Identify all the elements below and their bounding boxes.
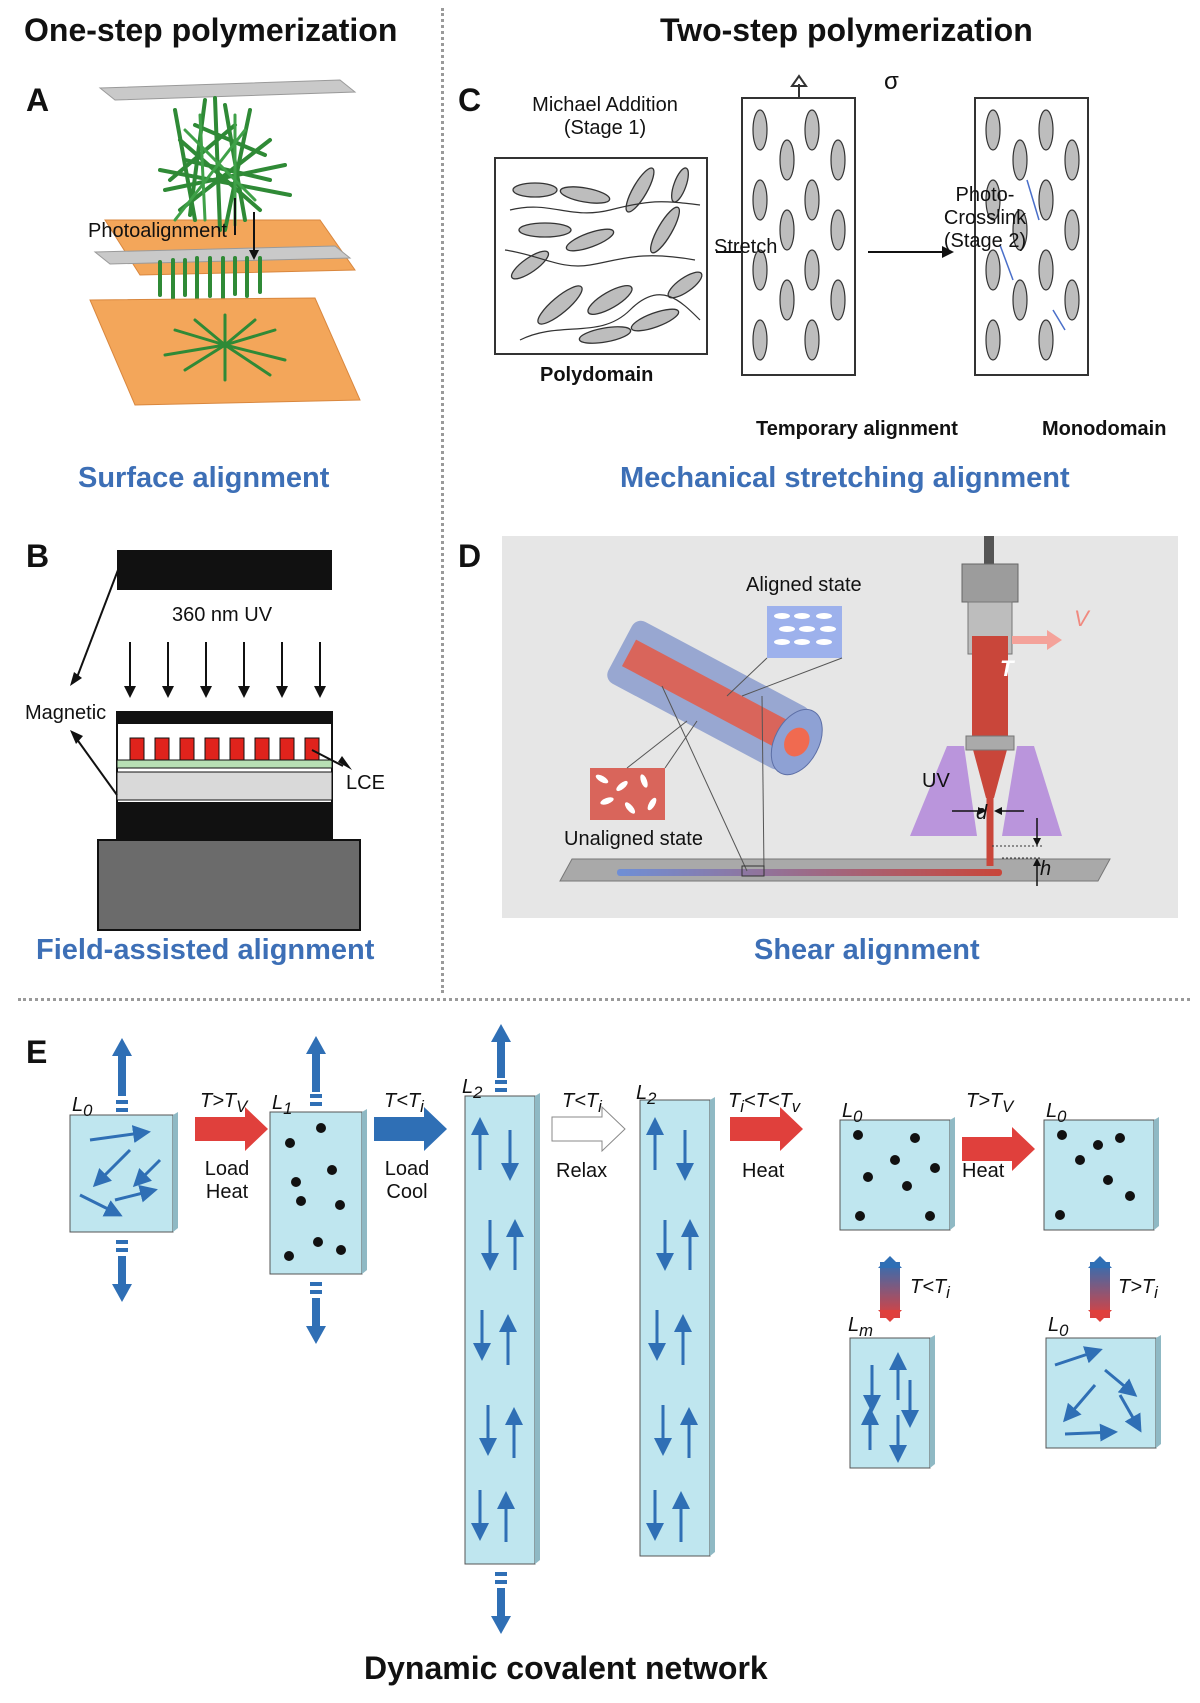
dynamic-covalent-network-caption: Dynamic covalent network [364,1650,768,1686]
arrow5-condition: T>TV [966,1090,1014,1116]
photo-crosslink-line3: (Stage 2) [943,230,1027,252]
arrow1-condition: T>TV [200,1090,248,1116]
arrow2-action-line2: Cool [386,1181,428,1203]
state-lm-label: Lm [848,1314,873,1340]
photo-crosslink-label: Photo- Crosslink (Stage 2) [930,184,1040,253]
michael-addition-line2: (Stage 1) [563,117,647,139]
mechanical-stretching-caption: Mechanical stretching alignment [620,462,1070,494]
header-one-step: One-step polymerization [24,12,398,48]
panel-a-illustration [89,79,361,406]
arrow1-action-line2: Heat [205,1181,249,1203]
monodomain-label: Monodomain [1042,418,1167,440]
michael-addition-label: Michael Addition (Stage 1) [520,94,690,140]
michael-addition-line1: Michael Addition [532,94,678,116]
temporary-alignment-label: Temporary alignment [756,418,958,440]
arrow4-action: Heat [742,1160,785,1182]
arrow3-condition: T<Ti [562,1090,602,1116]
field-assisted-caption: Field-assisted alignment [36,934,375,966]
aligned-state-label: Aligned state [746,574,862,596]
horizontal-divider [18,998,1190,1001]
state-l0-heated-label: L0 [842,1100,863,1126]
panel-c-letter: C [458,82,482,118]
panel-e-letter: E [26,1034,48,1070]
state-l0-label: L0 [72,1094,93,1120]
polydomain-label: Polydomain [540,364,654,386]
diameter-label: d [976,802,988,824]
panel-b-letter: B [26,538,50,574]
panel-d-illustration [502,536,1178,918]
arrow1-action: Load Heat [192,1158,262,1204]
arrow3-action: Relax [556,1160,608,1182]
vertical-arrow1-condition: T<Ti [910,1276,950,1302]
header-two-step: Two-step polymerization [660,12,1033,48]
sigma-label: σ [884,68,899,95]
arrow2-condition: T<Ti [384,1090,424,1116]
photo-crosslink-line1: Photo- [955,184,1015,206]
photoalignment-label: Photoalignment [88,220,227,242]
height-label: h [1040,858,1052,880]
panel-d-letter: D [458,538,482,574]
arrow2-action-line1: Load [384,1158,430,1180]
lce-label: LCE [346,772,385,794]
uv-360nm-label: 360 nm UV [172,604,273,626]
state-l1-label: L1 [272,1092,293,1118]
shear-alignment-caption: Shear alignment [754,934,980,966]
state-l0-recovered-label: L0 [1048,1314,1069,1340]
magnetic-label: Magnetic [25,702,107,724]
arrow4-condition: Ti<T<Tv [728,1090,801,1116]
vertical-divider [441,8,444,993]
surface-alignment-caption: Surface alignment [78,462,330,494]
panel-a-letter: A [26,82,50,118]
state-l2-label: L2 [462,1076,483,1102]
panel-a-down-arrow [249,212,259,260]
arrow1-action-line1: Load [204,1158,250,1180]
stretch-label: Stretch [714,236,778,258]
unaligned-state-label: Unaligned state [564,828,703,850]
photo-crosslink-line2: Crosslink [943,207,1027,229]
vertical-arrow2-condition: T>Ti [1118,1276,1158,1302]
arrow5-action: Heat [962,1160,1005,1182]
state-l0-final-label: L0 [1046,1100,1067,1126]
temperature-label: T [1000,656,1014,681]
arrow2-action: Load Cool [372,1158,442,1204]
panel-e-illustration [69,1024,1161,1634]
uv-label: UV [922,770,950,792]
velocity-label: V [1074,606,1089,631]
panel-b-illustration [70,550,361,931]
state-l2-relaxed-label: L2 [636,1082,657,1108]
panel-c-illustration [494,74,1089,376]
